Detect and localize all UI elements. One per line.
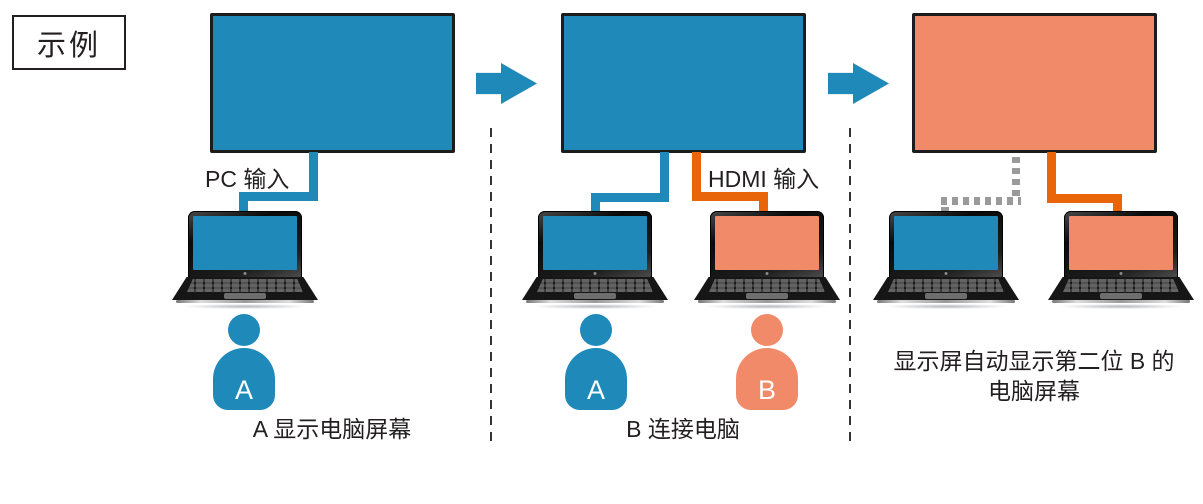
step3-caption: 显示屏自动显示第二位 B 的 电脑屏幕: [864, 346, 1203, 406]
laptop-keyboard-keys: [187, 279, 303, 292]
hdmi-cable-segment: [1047, 152, 1056, 203]
laptop-keyboard-keys: [888, 279, 1004, 292]
laptop-webcam-dot: [243, 272, 247, 275]
laptop-front-edge: [877, 300, 1015, 303]
person-body-icon: A: [565, 348, 627, 410]
laptop-display: [543, 216, 647, 270]
laptop-bezel: [538, 211, 652, 278]
example-label: 示例: [36, 29, 101, 62]
person-head-icon: [228, 314, 260, 346]
pc-cable-segment: [591, 193, 669, 202]
right-arrow-icon: [476, 63, 537, 104]
laptop-bezel: [889, 211, 1003, 278]
display-screen-step3: [912, 13, 1157, 153]
laptop-b-step3: [1048, 211, 1194, 309]
laptop-touchpad: [574, 293, 616, 299]
person-label: A: [234, 375, 253, 405]
laptop-touchpad: [1100, 293, 1142, 299]
laptop-shadow: [182, 304, 308, 309]
laptop-front-edge: [1052, 300, 1190, 303]
laptop-front-edge: [526, 300, 664, 303]
pc-cable-segment: [591, 193, 600, 217]
laptop-a-step1: [172, 211, 318, 309]
hdmi-cable-segment: [759, 192, 768, 218]
person-label: A: [586, 375, 605, 405]
laptop-display: [894, 216, 998, 270]
laptop-front-edge: [698, 300, 836, 303]
laptop-touchpad: [224, 293, 266, 299]
laptop-display: [193, 216, 297, 270]
person-a-step1: A: [213, 314, 275, 410]
person-body-icon: A: [213, 348, 275, 410]
pc-cable-segment: [239, 192, 318, 201]
inactive-cable-segment: [941, 207, 949, 214]
hdmi-cable-segment: [692, 192, 768, 201]
laptop-display: [715, 216, 819, 270]
step-divider: [490, 128, 492, 446]
person-label: B: [757, 375, 776, 405]
pc-cable-segment: [309, 152, 318, 200]
laptop-bezel: [1064, 211, 1178, 278]
step3-caption-line2: 电脑屏幕: [988, 378, 1080, 404]
person-body-icon: B: [736, 348, 798, 410]
laptop-shadow: [1058, 304, 1184, 309]
example-label-box: 示例: [12, 15, 126, 70]
laptop-bezel: [710, 211, 824, 278]
inactive-cable-segment: [941, 197, 1021, 205]
laptop-a-step2: [522, 211, 668, 309]
person-b-step2: B: [736, 314, 798, 410]
laptop-webcam-dot: [593, 272, 597, 275]
laptop-shadow: [883, 304, 1009, 309]
laptop-webcam-dot: [944, 272, 948, 275]
person-a-step2: A: [565, 314, 627, 410]
laptop-touchpad: [746, 293, 788, 299]
hdmi-cable-segment: [1113, 194, 1122, 217]
person-head-icon: [751, 314, 783, 346]
laptop-webcam-dot: [1119, 272, 1123, 275]
pc-cable-segment: [239, 192, 248, 217]
laptop-webcam-dot: [765, 272, 769, 275]
display-screen-step2: [561, 13, 806, 153]
laptop-front-edge: [176, 300, 314, 303]
display-screen-step1: [210, 13, 455, 153]
laptop-touchpad: [925, 293, 967, 299]
laptop-bezel: [188, 211, 302, 278]
hdmi-cable-segment: [1047, 194, 1122, 203]
laptop-display: [1069, 216, 1173, 270]
laptop-b-step2: [694, 211, 840, 309]
laptop-a-step3: [873, 211, 1019, 309]
step2-caption: B 连接电脑: [626, 416, 740, 442]
right-arrow-icon: [828, 63, 889, 104]
laptop-keyboard-keys: [709, 279, 825, 292]
pc-cable-segment: [660, 152, 669, 202]
person-head-icon: [580, 314, 612, 346]
laptop-keyboard-keys: [537, 279, 653, 292]
laptop-keyboard-keys: [1063, 279, 1179, 292]
laptop-shadow: [532, 304, 658, 309]
pc-input-label: PC 输入: [205, 166, 290, 192]
step-divider: [849, 128, 851, 446]
step3-caption-line1: 显示屏自动显示第二位 B 的: [893, 348, 1175, 374]
inactive-cable-segment: [1012, 157, 1020, 198]
hdmi-input-label: HDMI 输入: [708, 166, 820, 192]
laptop-shadow: [704, 304, 830, 309]
hdmi-cable-segment: [692, 152, 701, 200]
step1-caption: A 显示电脑屏幕: [252, 416, 412, 442]
